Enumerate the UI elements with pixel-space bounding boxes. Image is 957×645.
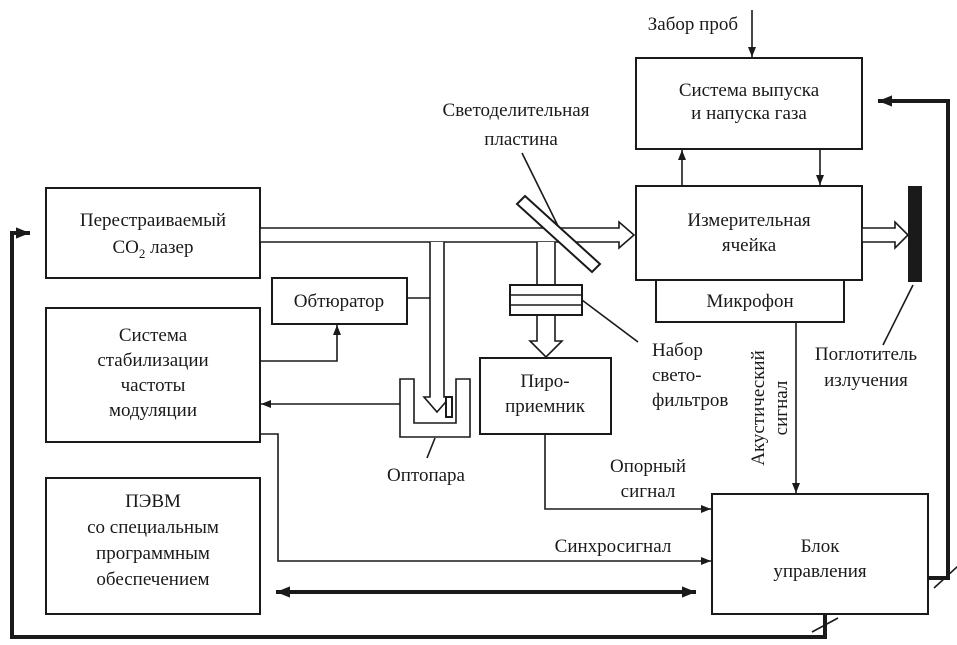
beamsplitter-leader	[521, 152, 559, 227]
pc-block: ПЭВМ со специальным программным обеспече…	[45, 477, 261, 615]
laser-block: Перестраиваемый CO2 лазер	[45, 187, 261, 279]
stabilization-line1: Система	[119, 325, 188, 346]
filter-set: Набор свето- фильтров	[509, 284, 728, 411]
sampling-input: Забор проб	[648, 10, 756, 57]
microphone-block: Микрофон	[655, 279, 845, 323]
stabilization-line4: модуляции	[109, 400, 197, 421]
reference-line2: сигнал	[621, 481, 676, 502]
laser-bus-tick	[811, 617, 839, 633]
acoustic-label-line2: сигнал	[771, 380, 792, 435]
stabilization-line3: частоты	[121, 375, 186, 396]
pc-line4: обеспечением	[96, 569, 209, 590]
sync-signal-arrow	[260, 433, 711, 565]
absorber-plate	[908, 186, 922, 282]
absorber-line2: излучения	[824, 370, 908, 391]
optocoupler-label: Оптопара	[387, 465, 466, 486]
control-line2: управления	[773, 561, 867, 582]
measuring-cell-block: Измерительная ячейка	[635, 185, 863, 281]
filters-line1: Набор	[652, 340, 703, 361]
pc-line1: ПЭВМ	[125, 491, 181, 512]
beamsplitter-line2: пластина	[484, 129, 558, 150]
pyro-line2: приемник	[505, 396, 586, 417]
beamsplitter-plate: Светоделительная пластина	[443, 100, 602, 274]
control-block: Блок управления	[711, 493, 929, 615]
gas-bus-tick	[933, 565, 957, 589]
laser-line2: CO2 лазер	[112, 237, 193, 261]
sync-label: Синхросигнал	[555, 536, 672, 557]
absorber: Поглотитель излучения	[815, 186, 922, 391]
microphone-label: Микрофон	[706, 291, 793, 312]
laser-line1: Перестраиваемый	[80, 210, 226, 231]
filters-line2: свето-	[652, 365, 702, 386]
optocoupler: Оптопара	[387, 378, 471, 486]
absorber-leader	[882, 284, 914, 346]
reference-line1: Опорный	[610, 456, 686, 477]
pyro-line1: Пиро-	[520, 371, 569, 392]
pyro-block: Пиро- приемник	[479, 357, 612, 435]
chopper-label: Обтюратор	[294, 291, 384, 312]
gas-system-block: Система выпуска и напуска газа	[635, 57, 863, 150]
acoustic-label-line1: Акустический	[748, 350, 769, 466]
optocoupler-leader	[426, 437, 436, 459]
optocoupler-beam	[422, 242, 452, 414]
beamsplitter-line1: Светоделительная	[443, 100, 590, 121]
pc-line2: со специальным	[87, 517, 219, 538]
pc-line3: программным	[96, 543, 210, 564]
stabilization-block: Система стабилизации частоты модуляции	[45, 307, 261, 443]
laser-beam	[259, 220, 636, 250]
measuring-cell-line2: ячейка	[722, 235, 777, 256]
control-to-gas-bus	[878, 95, 950, 580]
sampling-label: Забор проб	[648, 14, 738, 35]
stabilization-to-chopper-arrow	[260, 325, 341, 362]
gas-system-line1: Система выпуска	[679, 80, 820, 101]
absorber-line1: Поглотитель	[815, 344, 917, 365]
control-line1: Блок	[801, 536, 841, 557]
reference-signal-arrow	[544, 434, 711, 513]
filters-line3: фильтров	[652, 390, 728, 411]
measuring-cell-line1: Измерительная	[687, 210, 811, 231]
stabilization-line2: стабилизации	[97, 350, 208, 371]
gas-system-line2: и напуска газа	[691, 103, 807, 124]
control-to-laser-bus	[10, 227, 827, 639]
filters-leader	[581, 299, 639, 343]
chopper-block: Обтюратор	[271, 277, 430, 325]
